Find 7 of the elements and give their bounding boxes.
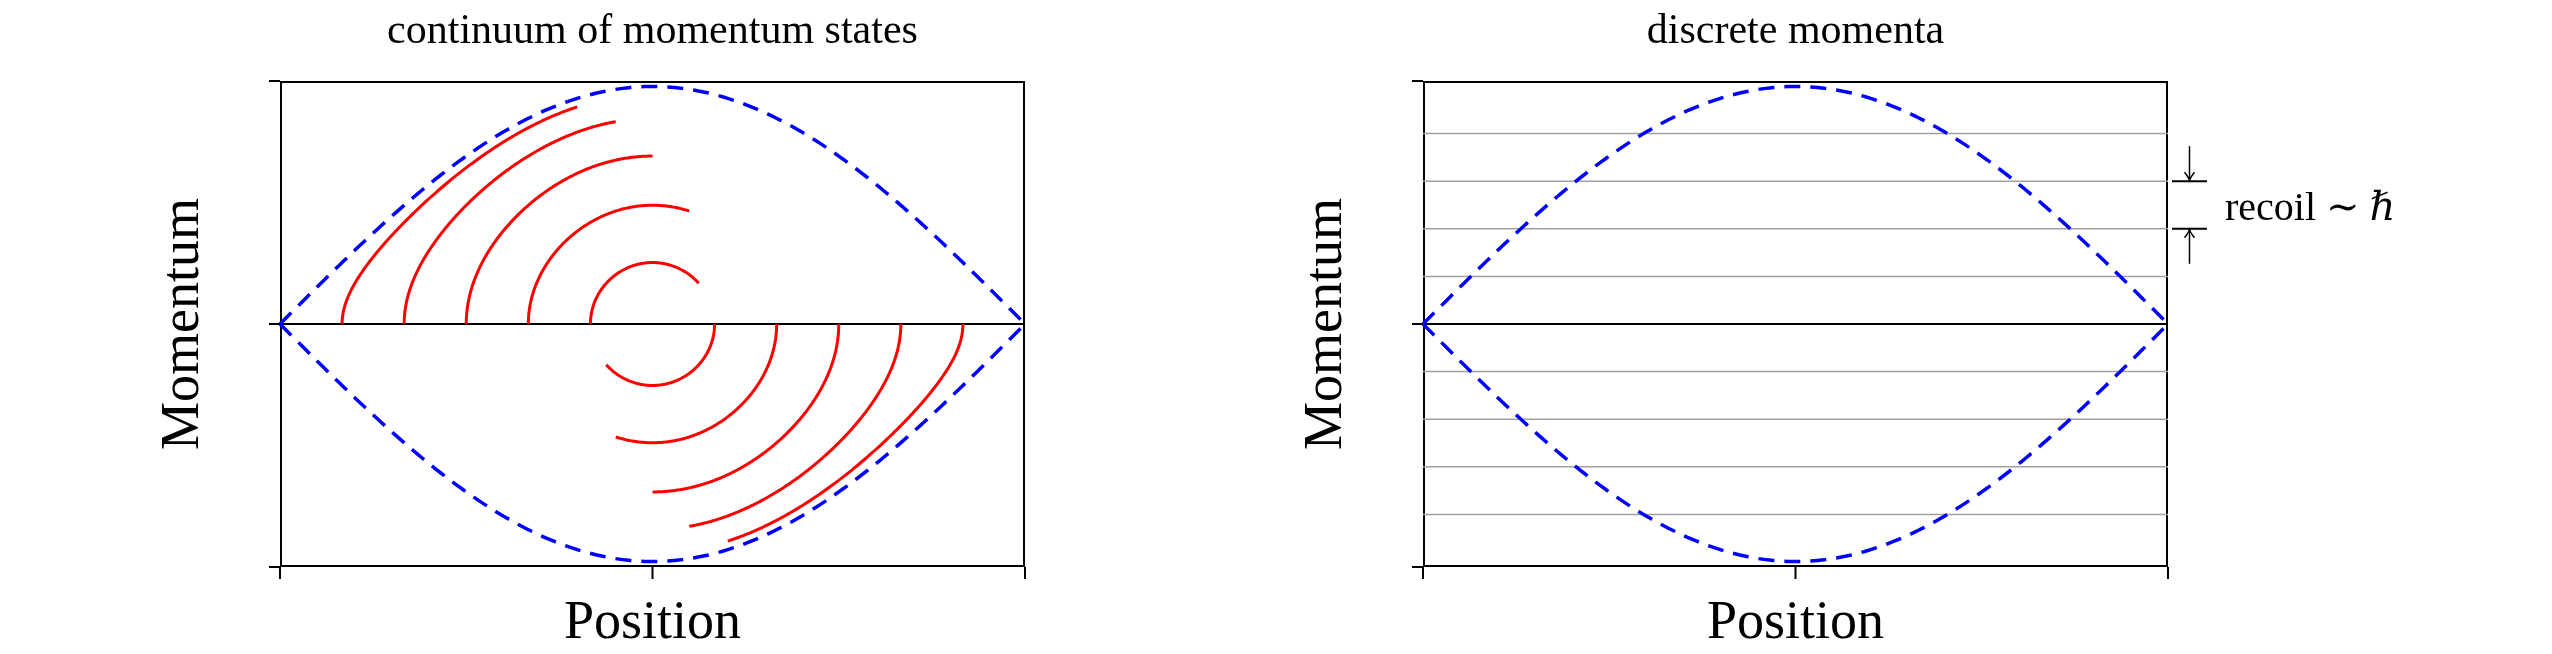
dimension-label: recoil ∼ ℏ bbox=[2225, 186, 2396, 227]
axis-label: Position bbox=[1706, 593, 1885, 647]
axis-label: Momentum bbox=[153, 198, 207, 450]
axis-label: Position bbox=[563, 593, 742, 647]
axis-label: Momentum bbox=[1296, 198, 1350, 450]
panel-title: continuum of momentum states bbox=[387, 8, 918, 50]
panel-title: discrete momenta bbox=[1646, 8, 1945, 50]
